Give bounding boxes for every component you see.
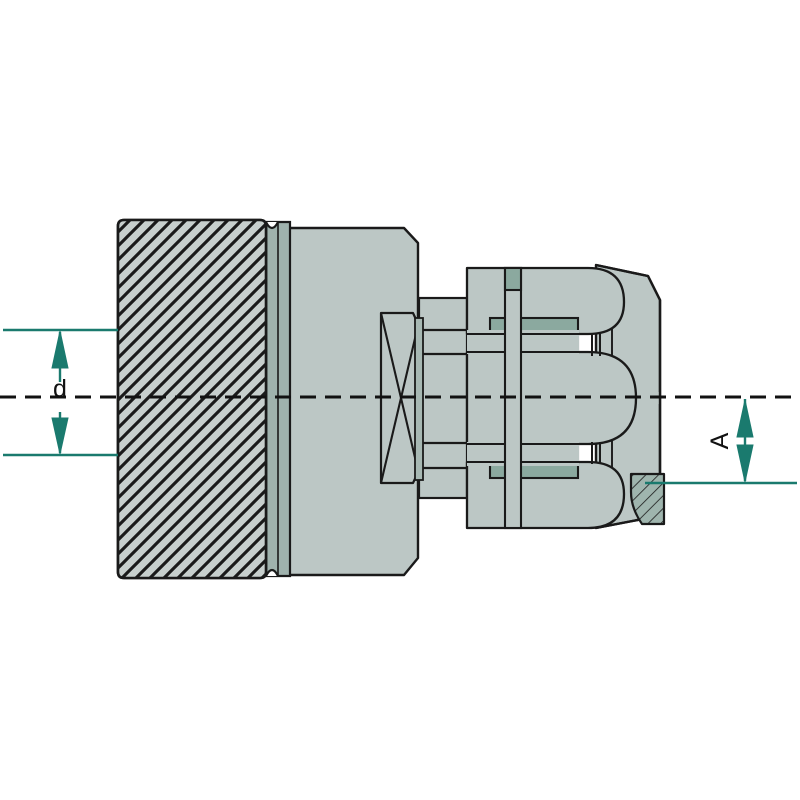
dimension-d: d <box>3 328 118 457</box>
dimension-d-label: d <box>53 375 67 403</box>
dimension-a-arrow-down <box>736 444 754 483</box>
sleeve-collar <box>264 220 292 578</box>
dimension-a-label: A <box>706 432 734 449</box>
knurl-pattern <box>118 220 266 578</box>
dimension-d-arrow-up <box>51 330 69 369</box>
coupling-assembly <box>116 218 666 580</box>
dimension-d-arrow-down <box>51 417 69 455</box>
knurled-sleeve <box>116 218 268 580</box>
dimension-a: A <box>645 399 797 485</box>
dimension-a-arrow-up <box>736 399 754 438</box>
